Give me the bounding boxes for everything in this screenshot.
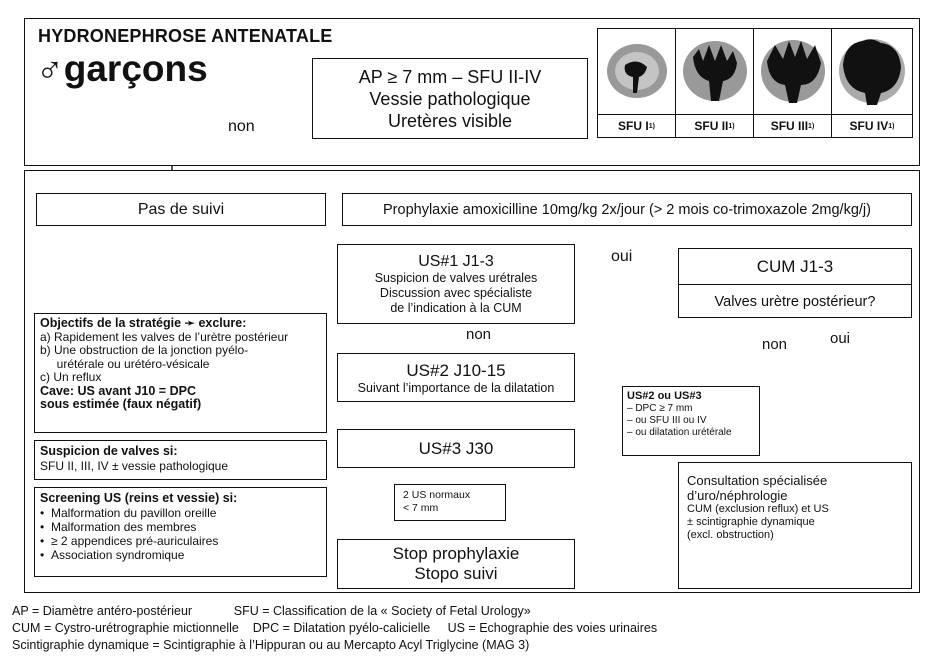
kidney-sfu2-image: [683, 41, 747, 101]
us2-box: US#2 J10-15 Suivant l’importance de la d…: [337, 353, 575, 402]
kidney-sfu1-image: [607, 44, 667, 98]
objectifs-box: Objectifs de la stratégie ➛ exclure: a) …: [34, 313, 327, 433]
us1-title: US#1 J1-3: [418, 253, 494, 270]
us23-box: US#2 ou US#3 – DPC ≥ 7 mm – ou SFU III o…: [622, 386, 760, 456]
normaux-line: 2 US normaux: [403, 489, 471, 501]
objectifs-item: a) Rapidement les valves de l’urètre pos…: [40, 329, 289, 344]
non-label-top: non: [228, 118, 255, 135]
cave-line: sous estimée (faux négatif): [40, 397, 202, 411]
cum-title: CUM J1-3: [679, 249, 911, 285]
normaux-line: < 7 mm: [403, 502, 439, 514]
us23-line: – DPC ≥ 7 mm: [627, 403, 693, 414]
legend-line: Scintigraphie dynamique = Scintigraphie …: [12, 638, 530, 652]
objectifs-item: urétérale ou urétéro-vésicale: [40, 356, 210, 371]
criteria-line: AP ≥ 7 mm – SFU II-IV: [358, 66, 542, 87]
criteria-line: Uretères visible: [387, 110, 513, 131]
gender-heading: ♂garçons: [36, 46, 208, 92]
normaux-box: 2 US normaux < 7 mm: [394, 484, 506, 521]
us23-line: – ou SFU III ou IV: [627, 415, 707, 426]
criteria-box: AP ≥ 7 mm – SFU II-IV Vessie pathologiqu…: [312, 58, 588, 139]
consult-line: (excl. obstruction): [687, 529, 774, 541]
screening-item: Malformation du pavillon oreille: [40, 506, 321, 520]
non-label-us1: non: [466, 326, 492, 343]
cum-box: CUM J1-3 Valves urètre postérieur?: [678, 248, 912, 318]
stop-line: Stopo suivi: [414, 564, 498, 583]
us23-title: US#2 ou US#3: [627, 390, 702, 402]
consult-box: Consultation spécialisée d’uro/néphrolog…: [678, 462, 912, 589]
oui-label-cum: oui: [830, 330, 851, 347]
us3-title: US#3 J30: [418, 438, 494, 458]
us1-line: Suspicion de valves urétrales: [374, 271, 538, 285]
prophylaxie-label: Prophylaxie amoxicilline 10mg/kg 2x/jour…: [383, 201, 871, 218]
legend-line: CUM = Cystro-urétrographie mictionnelle …: [12, 621, 658, 635]
us1-line: Discussion avec spécialiste: [379, 286, 533, 300]
us1-line: de l’indication à la CUM: [390, 301, 522, 315]
kidney-sfu4-image: [839, 39, 905, 105]
objectifs-item: c) Un reflux: [40, 370, 102, 384]
non-label-cum: non: [762, 336, 788, 353]
objectifs-title: Objectifs de la stratégie ➛ exclure:: [40, 316, 247, 330]
gender-label: garçons: [63, 48, 208, 89]
stop-line: Stop prophylaxie: [392, 544, 520, 563]
pas-de-suivi-label: Pas de suivi: [137, 200, 225, 218]
page-title: HYDRONEPHROSE ANTENATALE: [38, 26, 333, 46]
screening-box: Screening US (reins et vessie) si: Malfo…: [34, 487, 327, 577]
prophylaxie-box: Prophylaxie amoxicilline 10mg/kg 2x/jour…: [342, 193, 912, 226]
suspicion-text: SFU II, III, IV ± vessie pathologique: [40, 459, 229, 473]
cave-line: Cave: US avant J10 = DPC: [40, 383, 196, 398]
suspicion-box: Suspicion de valves si: SFU II, III, IV …: [34, 440, 327, 480]
consult-title: Consultation spécialisée: [687, 473, 828, 488]
screening-item: Malformation des membres: [40, 520, 321, 534]
us2-title: US#2 J10-15: [406, 360, 506, 380]
legend-line: AP = Diamètre antéro-postérieur SFU = Cl…: [12, 604, 531, 618]
objectifs-item: b) Une obstruction de la jonction pyélo-: [40, 343, 249, 357]
screening-list: Malformation du pavillon oreille Malform…: [40, 506, 321, 562]
stop-box: Stop prophylaxie Stopo suivi: [337, 539, 575, 589]
us2-subtitle: Suivant l’importance de la dilatation: [357, 380, 555, 395]
criteria-line: Vessie pathologique: [369, 88, 531, 109]
screening-title: Screening US (reins et vessie) si:: [40, 491, 238, 505]
consult-title: d’uro/néphrologie: [687, 488, 788, 503]
consult-line: ± scintigraphie dynamique: [687, 516, 815, 528]
screening-item: ≥ 2 appendices pré-auriculaires: [40, 534, 321, 548]
consult-line: CUM (exclusion reflux) et US: [687, 503, 829, 515]
suspicion-title: Suspicion de valves si:: [40, 444, 178, 458]
cum-question: Valves urètre postérieur?: [714, 293, 876, 310]
us3-box: US#3 J30: [337, 429, 575, 468]
male-symbol-icon: ♂: [36, 48, 64, 89]
oui-label-us1: oui: [611, 248, 633, 265]
pas-de-suivi-box: Pas de suivi: [36, 193, 326, 226]
kidney-sfu3-image: [761, 40, 825, 103]
screening-item: Association syndromique: [40, 548, 321, 562]
us23-line: – ou dilatation urétérale: [627, 427, 732, 438]
us1-box: US#1 J1-3 Suspicion de valves urétrales …: [337, 244, 575, 324]
